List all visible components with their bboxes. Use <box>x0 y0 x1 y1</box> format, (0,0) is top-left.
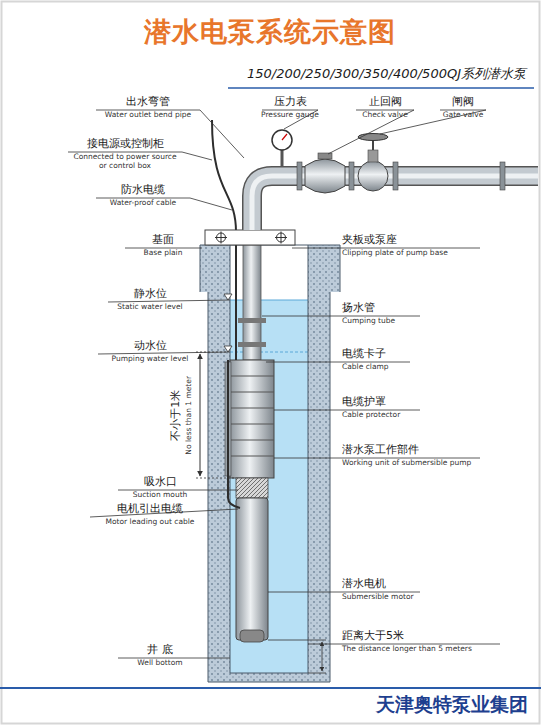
english-label: Cable clamp <box>342 363 389 372</box>
english-label: No less than 1 meter <box>185 376 194 455</box>
part-label: 防水电缆 <box>121 184 165 197</box>
part-label: 基面 <box>152 234 174 247</box>
part-label: 电缆卡子 <box>342 348 386 361</box>
english-label: Static water level <box>117 303 182 312</box>
part-label: 夹板或泵座 <box>342 234 397 247</box>
english-label: Connected to power source or control box <box>69 153 181 170</box>
english-label: Clipping plate of pump base <box>342 249 448 258</box>
part-label: 潜水电机 <box>342 578 386 591</box>
part-label: 电缆护罩 <box>342 396 386 409</box>
english-label: Base plain <box>144 249 183 258</box>
english-label: Water-proof cable <box>110 199 176 208</box>
part-label: 吸水口 <box>144 476 177 489</box>
english-label: Well bottom <box>137 659 182 668</box>
part-label: 潜水泵工作部件 <box>342 444 419 457</box>
part-label: 闸阀 <box>452 96 474 109</box>
english-label: Suction mouth <box>133 491 188 500</box>
series-subtitle: 150/200/250/300/350/400/500QJ系列潜水泵 <box>247 67 526 82</box>
english-label: Check valve <box>362 111 408 120</box>
part-label: 距离大于5米 <box>342 630 404 643</box>
english-label: Motor leading out cable <box>106 518 195 527</box>
part-label: 动水位 <box>134 340 167 353</box>
part-label: 不小于1米 <box>170 389 183 440</box>
english-label: Submersible motor <box>342 593 414 602</box>
part-label: 出水弯管 <box>126 96 170 109</box>
part-label: 静水位 <box>134 288 167 301</box>
part-label: 止回阀 <box>369 96 402 109</box>
company-name: 天津奥特泵业集团 <box>376 694 528 716</box>
english-label: Cable protector <box>342 411 400 420</box>
part-label: 接电源或控制柜 <box>87 138 164 151</box>
part-label: 井 底 <box>147 644 173 657</box>
diagram-title: 潜水电泵系统示意图 <box>144 16 396 47</box>
part-label: 扬水管 <box>342 302 375 315</box>
english-label: Working unit of submersible pump <box>342 459 471 468</box>
english-label: Pressure gauge <box>261 111 319 120</box>
part-label: 电机引出电缆 <box>117 503 183 516</box>
part-label: 压力表 <box>274 96 307 109</box>
english-label: Pumping water level <box>112 355 189 364</box>
english-label: Gate valve <box>443 111 484 120</box>
english-label: Water outlet bend pipe <box>105 111 191 120</box>
english-label: The distance longer than 5 meters <box>342 645 472 654</box>
english-label: Cumping tube <box>342 317 395 326</box>
